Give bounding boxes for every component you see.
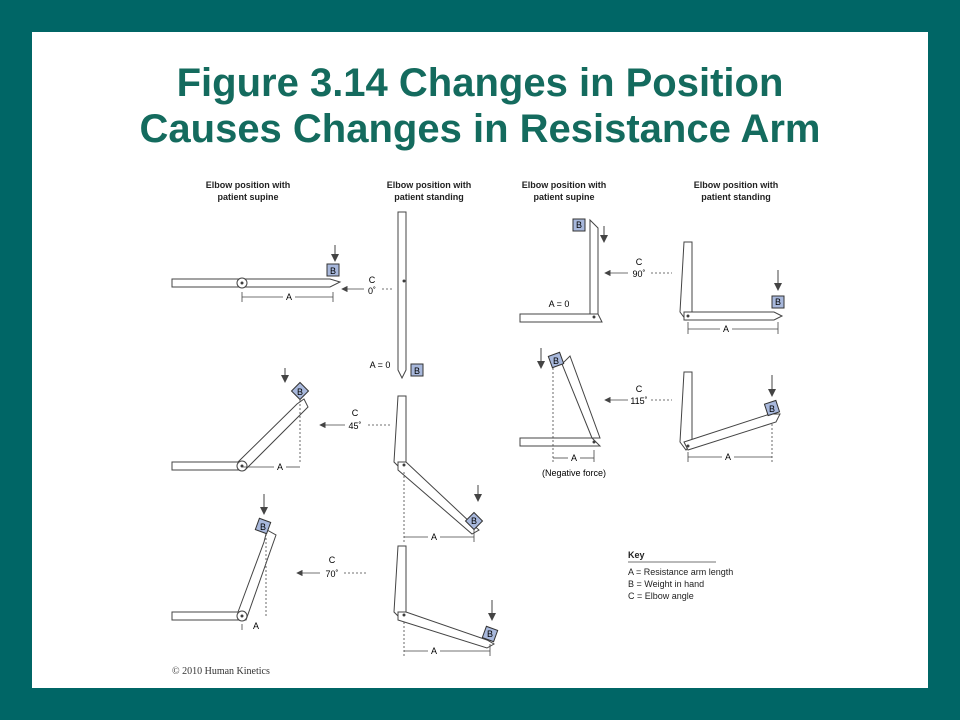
arm-supine-0deg [171,277,342,289]
slide: Figure 3.14 Changes in Position Causes C… [32,32,928,688]
arm-supine-45deg [171,398,309,472]
resistance-arm-r1 [241,292,334,302]
resistance-arm-r4s [687,322,779,334]
weight-box-r2s [464,511,484,531]
weight-box-r2 [290,381,310,401]
key-legend: Key A = Resistance arm length B = Weight… [628,550,733,601]
angle-letter-r4: C [636,257,643,267]
arm-label-r3: A [253,621,259,631]
header-right-supine-line2: patient supine [533,192,594,202]
weight-box-r1s [410,363,424,377]
angle-indicator-r2: C 45˚ [319,408,392,431]
arm-standing-115deg [679,371,781,451]
weight-label-r4: B [576,220,582,230]
angle-value-r5: 115˚ [630,396,647,406]
weight-box-r3s [481,625,499,643]
arm-label-r3s: A [431,646,437,656]
weight-box-r1 [326,263,340,277]
angle-value-r2: 45˚ [348,421,361,431]
header-left-supine-line1: Elbow position with [206,180,291,190]
header-left-supine-line2: patient supine [217,192,278,202]
key-item-b: B = Weight in hand [628,579,704,589]
header-left-supine: Elbow position with patient supine [206,180,291,202]
weight-label-r1: B [330,266,336,276]
header-right-supine-line1: Elbow position with [522,180,607,190]
angle-letter-r3: C [329,555,336,565]
arm-label-r5s: A [725,452,731,462]
header-right-standing: Elbow position with patient standing [694,180,779,202]
arm-label-r1: A [286,292,292,302]
weight-box-r4 [572,218,586,232]
arm-standing-45deg [393,395,480,535]
resistance-arm-r2 [242,400,301,468]
weight-label-r5s: B [769,404,775,414]
arm-label-r5: A [571,453,577,463]
zero-arm-label-r1: A = 0 [370,360,391,370]
arm-supine-70deg [171,529,277,622]
zero-arm-label-r4: A = 0 [549,299,570,309]
arm-standing-70deg [393,545,496,649]
weight-label-r4s: B [775,297,781,307]
resistance-arm-r5s [687,424,773,462]
angle-value-r4: 90˚ [632,269,645,279]
header-right-standing-line2: patient standing [701,192,771,202]
copyright: © 2010 Human Kinetics [172,666,270,677]
arm-supine-90deg [519,218,603,323]
angle-value-r3: 70˚ [325,569,338,579]
key-item-a: A = Resistance arm length [628,567,733,577]
key-item-c: C = Elbow angle [628,591,694,601]
weight-box-r3 [254,517,272,535]
key-title: Key [628,550,645,560]
arm-label-r2s: A [431,532,437,542]
arm-supine-115deg [519,355,602,447]
weight-label-r2: B [297,387,303,397]
header-right-standing-line1: Elbow position with [694,180,779,190]
angle-indicator-r3: C 70˚ [296,555,366,579]
angle-letter-r2: C [352,408,359,418]
arm-standing-0deg [397,211,407,380]
weight-box-r5s [763,399,781,417]
angle-indicator-r5: C 115˚ [604,384,672,406]
weight-box-r5 [547,351,565,369]
arm-standing-90deg [679,241,784,321]
angle-value-r1: 0˚ [368,286,376,296]
header-left-standing-line2: patient standing [394,192,464,202]
negative-force-label: (Negative force) [542,468,606,478]
resistance-arm-r3 [241,534,267,630]
weight-label-r3s: B [487,629,493,639]
elbow-position-figure: Elbow position with patient supine Elbow… [171,180,785,656]
weight-label-r3: B [260,522,266,532]
angle-indicator-r1: C 0˚ [341,275,394,296]
title-line-2: Causes Changes in Resistance Arm [139,107,821,151]
resistance-arm-r5 [552,368,595,462]
arm-label-r2: A [277,462,283,472]
weight-label-r2s: B [471,516,477,526]
resistance-arm-r3s [403,622,491,656]
weight-box-r4s [771,295,785,309]
resistance-arm-r2s [403,472,475,542]
header-right-supine: Elbow position with patient supine [522,180,607,202]
header-left-standing-line1: Elbow position with [387,180,472,190]
arm-label-r4s: A [723,324,729,334]
angle-indicator-r4: C 90˚ [604,257,672,279]
page-title: Figure 3.14 Changes in Position Causes C… [32,60,928,152]
angle-letter-r1: C [369,275,376,285]
weight-label-r5: B [553,356,559,366]
angle-letter-r5: C [636,384,643,394]
title-line-1: Figure 3.14 Changes in Position [176,61,784,105]
header-left-standing: Elbow position with patient standing [387,180,472,202]
weight-label-r1s: B [414,366,420,376]
